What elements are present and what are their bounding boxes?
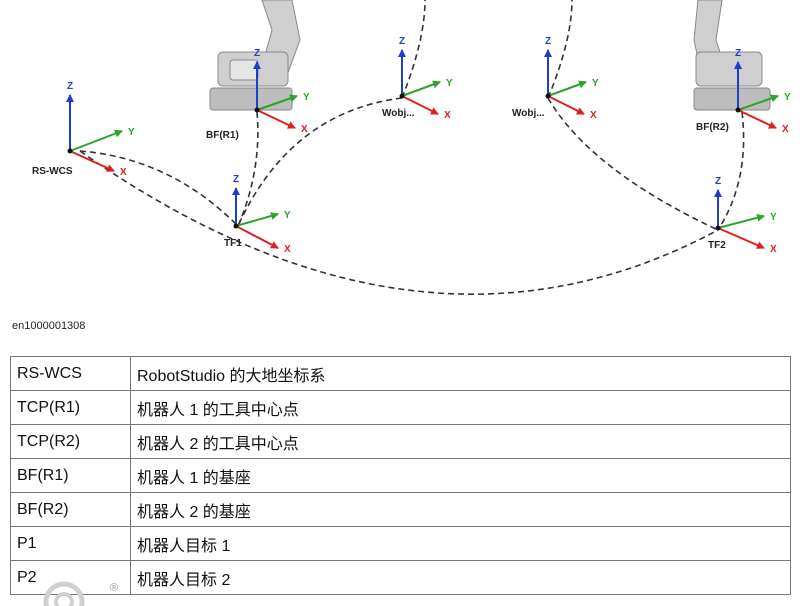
frame-label: TF2 <box>708 240 726 251</box>
x-axis-label: X <box>590 110 597 121</box>
y-axis-label: Y <box>770 212 777 223</box>
z-axis-label: Z <box>545 36 551 47</box>
x-axis-label: X <box>120 167 127 178</box>
z-axis-label: Z <box>254 48 260 59</box>
legend-description: RobotStudio 的大地坐标系 <box>130 356 791 391</box>
frame-rs-wcs: Z Y X RS-WCS <box>32 81 135 178</box>
x-axis-arrow <box>547 95 585 115</box>
y-axis-arrow <box>256 94 298 111</box>
legend-key: RS-WCS <box>10 356 131 391</box>
x-axis-label: X <box>782 124 789 135</box>
frame-wobj-1: Z Y X Wobj... <box>382 36 453 121</box>
x-axis-arrow <box>235 225 279 249</box>
legend-key: BF(R2) <box>10 492 131 527</box>
legend-row: BF(R2)机器人 2 的基座 <box>10 492 791 527</box>
path-bf1-tf1 <box>237 111 259 227</box>
path-wcs-tf2 <box>79 150 719 295</box>
legend-key: P2 <box>10 560 131 595</box>
x-axis-arrow <box>69 150 115 172</box>
frame-tf2: Z Y X TF2 <box>708 176 777 255</box>
path-wobj1-top <box>401 0 426 99</box>
frame-bf-r1: Z Y X BF(R1) <box>206 48 310 141</box>
y-axis-label: Y <box>303 92 310 103</box>
path-bf2-tf2 <box>717 111 745 231</box>
x-axis-arrow <box>256 109 296 129</box>
y-axis-label: Y <box>784 92 791 103</box>
legend-description: 机器人目标 2 <box>130 560 791 595</box>
y-axis-arrow <box>547 80 587 97</box>
y-axis-label: Y <box>284 210 291 221</box>
path-wobj2-tf2 <box>547 97 719 231</box>
frame-tf1: Z Y X TF1 <box>224 174 291 255</box>
z-axis-label: Z <box>399 36 405 47</box>
frame-origin <box>735 107 741 113</box>
y-axis-arrow <box>737 94 779 111</box>
transformation-paths <box>79 0 745 295</box>
frame-origin <box>254 107 260 113</box>
coordinate-frames-diagram: Z Y X RS-WCS Z Y X BF(R1) Z Y X Wobj... Z Y X Wobj... Z Y… <box>32 0 791 295</box>
legend-description: 机器人目标 1 <box>130 526 791 561</box>
legend-key: BF(R1) <box>10 458 131 493</box>
x-axis-label: X <box>301 124 308 135</box>
legend-key: P1 <box>10 526 131 561</box>
frame-label: TF1 <box>224 238 242 249</box>
legend-row: TCP(R1)机器人 1 的工具中心点 <box>10 390 791 425</box>
frame-label: Wobj... <box>512 108 545 119</box>
legend-row: BF(R1)机器人 1 的基座 <box>10 458 791 493</box>
frame-origin <box>399 93 405 99</box>
frame-origin <box>233 223 239 229</box>
y-axis-arrow <box>717 213 765 229</box>
y-axis-label: Y <box>128 127 135 138</box>
legend-key: TCP(R2) <box>10 424 131 459</box>
x-axis-label: X <box>284 244 291 255</box>
frame-bf-r2: Z Y X BF(R2) <box>696 48 791 135</box>
frame-label: BF(R1) <box>206 130 239 141</box>
y-axis-arrow <box>235 212 279 227</box>
frame-label: RS-WCS <box>32 166 73 177</box>
x-axis-arrow <box>717 227 765 249</box>
y-axis-label: Y <box>446 78 453 89</box>
watermark-logo <box>43 581 85 606</box>
legend-description: 机器人 1 的基座 <box>130 458 791 493</box>
path-wcs-tf1 <box>79 150 239 227</box>
frame-label: BF(R2) <box>696 122 729 133</box>
legend-description: 机器人 1 的工具中心点 <box>130 390 791 425</box>
figure-id: en1000001308 <box>12 320 86 332</box>
x-axis-arrow <box>401 95 439 115</box>
frame-origin <box>67 148 73 154</box>
y-axis-label: Y <box>592 78 599 89</box>
frame-origin <box>715 225 721 231</box>
frame-origin <box>545 93 551 99</box>
robot-2-illustration <box>693 0 771 111</box>
z-axis-label: Z <box>715 176 721 187</box>
z-axis-label: Z <box>735 48 741 59</box>
y-axis-arrow <box>69 129 123 152</box>
x-axis-label: X <box>770 244 777 255</box>
frame-label: Wobj... <box>382 108 415 119</box>
path-wobj2-top <box>547 0 573 99</box>
path-wobj1-tf1 <box>237 97 403 227</box>
robot-1-illustration <box>209 0 301 111</box>
z-axis-label: Z <box>233 174 239 185</box>
z-axis-label: Z <box>67 81 73 92</box>
x-axis-arrow <box>737 109 777 129</box>
registered-mark: ® <box>110 582 119 594</box>
x-axis-label: X <box>444 110 451 121</box>
legend-key: TCP(R1) <box>10 390 131 425</box>
legend-description: 机器人 2 的工具中心点 <box>130 424 791 459</box>
legend-row: TCP(R2)机器人 2 的工具中心点 <box>10 424 791 459</box>
y-axis-arrow <box>401 80 441 97</box>
legend-description: 机器人 2 的基座 <box>130 492 791 527</box>
frame-wobj-2: Z Y X Wobj... <box>512 36 599 121</box>
